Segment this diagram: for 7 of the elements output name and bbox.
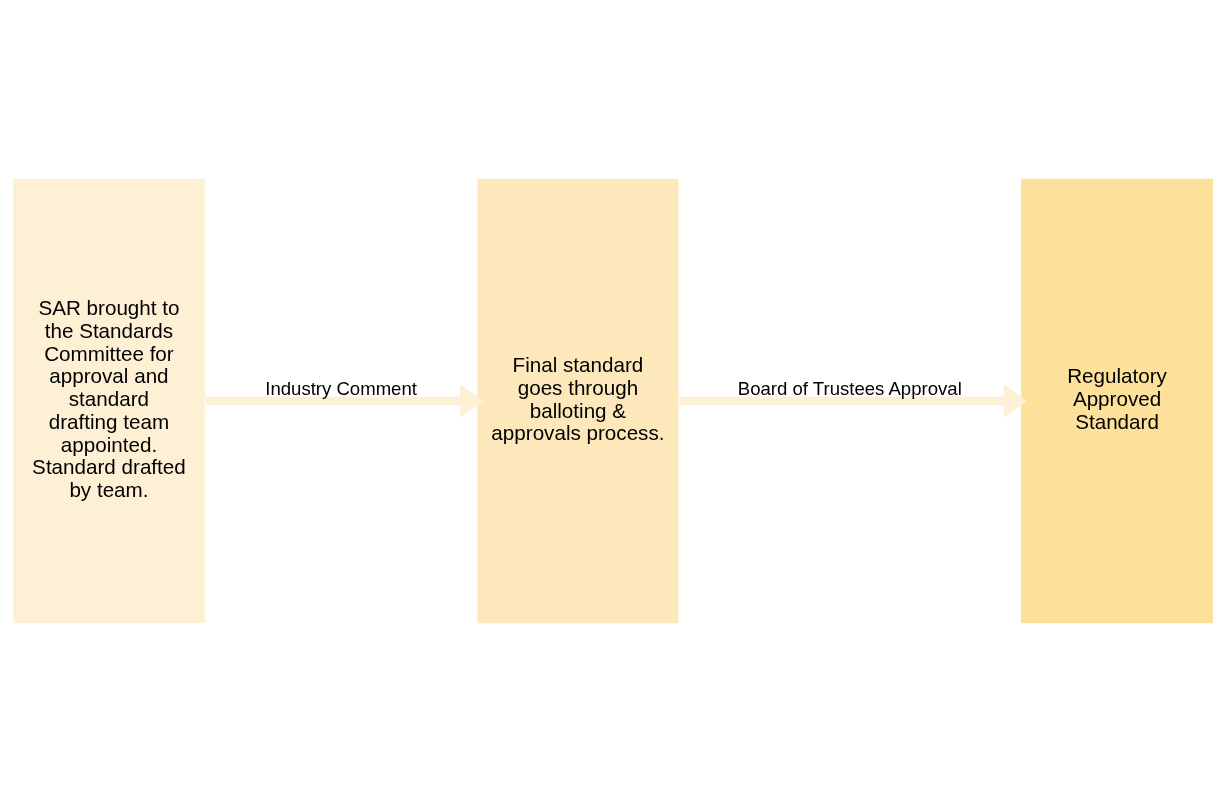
edge-label: Industry Comment	[265, 378, 417, 400]
node-box: Final standard goes through balloting & approvals process.	[476, 177, 680, 625]
node-box: Regulatory Approved Standard	[1020, 177, 1215, 625]
arrow	[205, 384, 484, 418]
edge-label: Board of Trustees Approval	[737, 378, 962, 400]
arrow	[679, 384, 1028, 418]
node-box: SAR brought to the Standards Committee for approval and standard drafting team appointed. Standard drafted by team.	[11, 177, 206, 625]
